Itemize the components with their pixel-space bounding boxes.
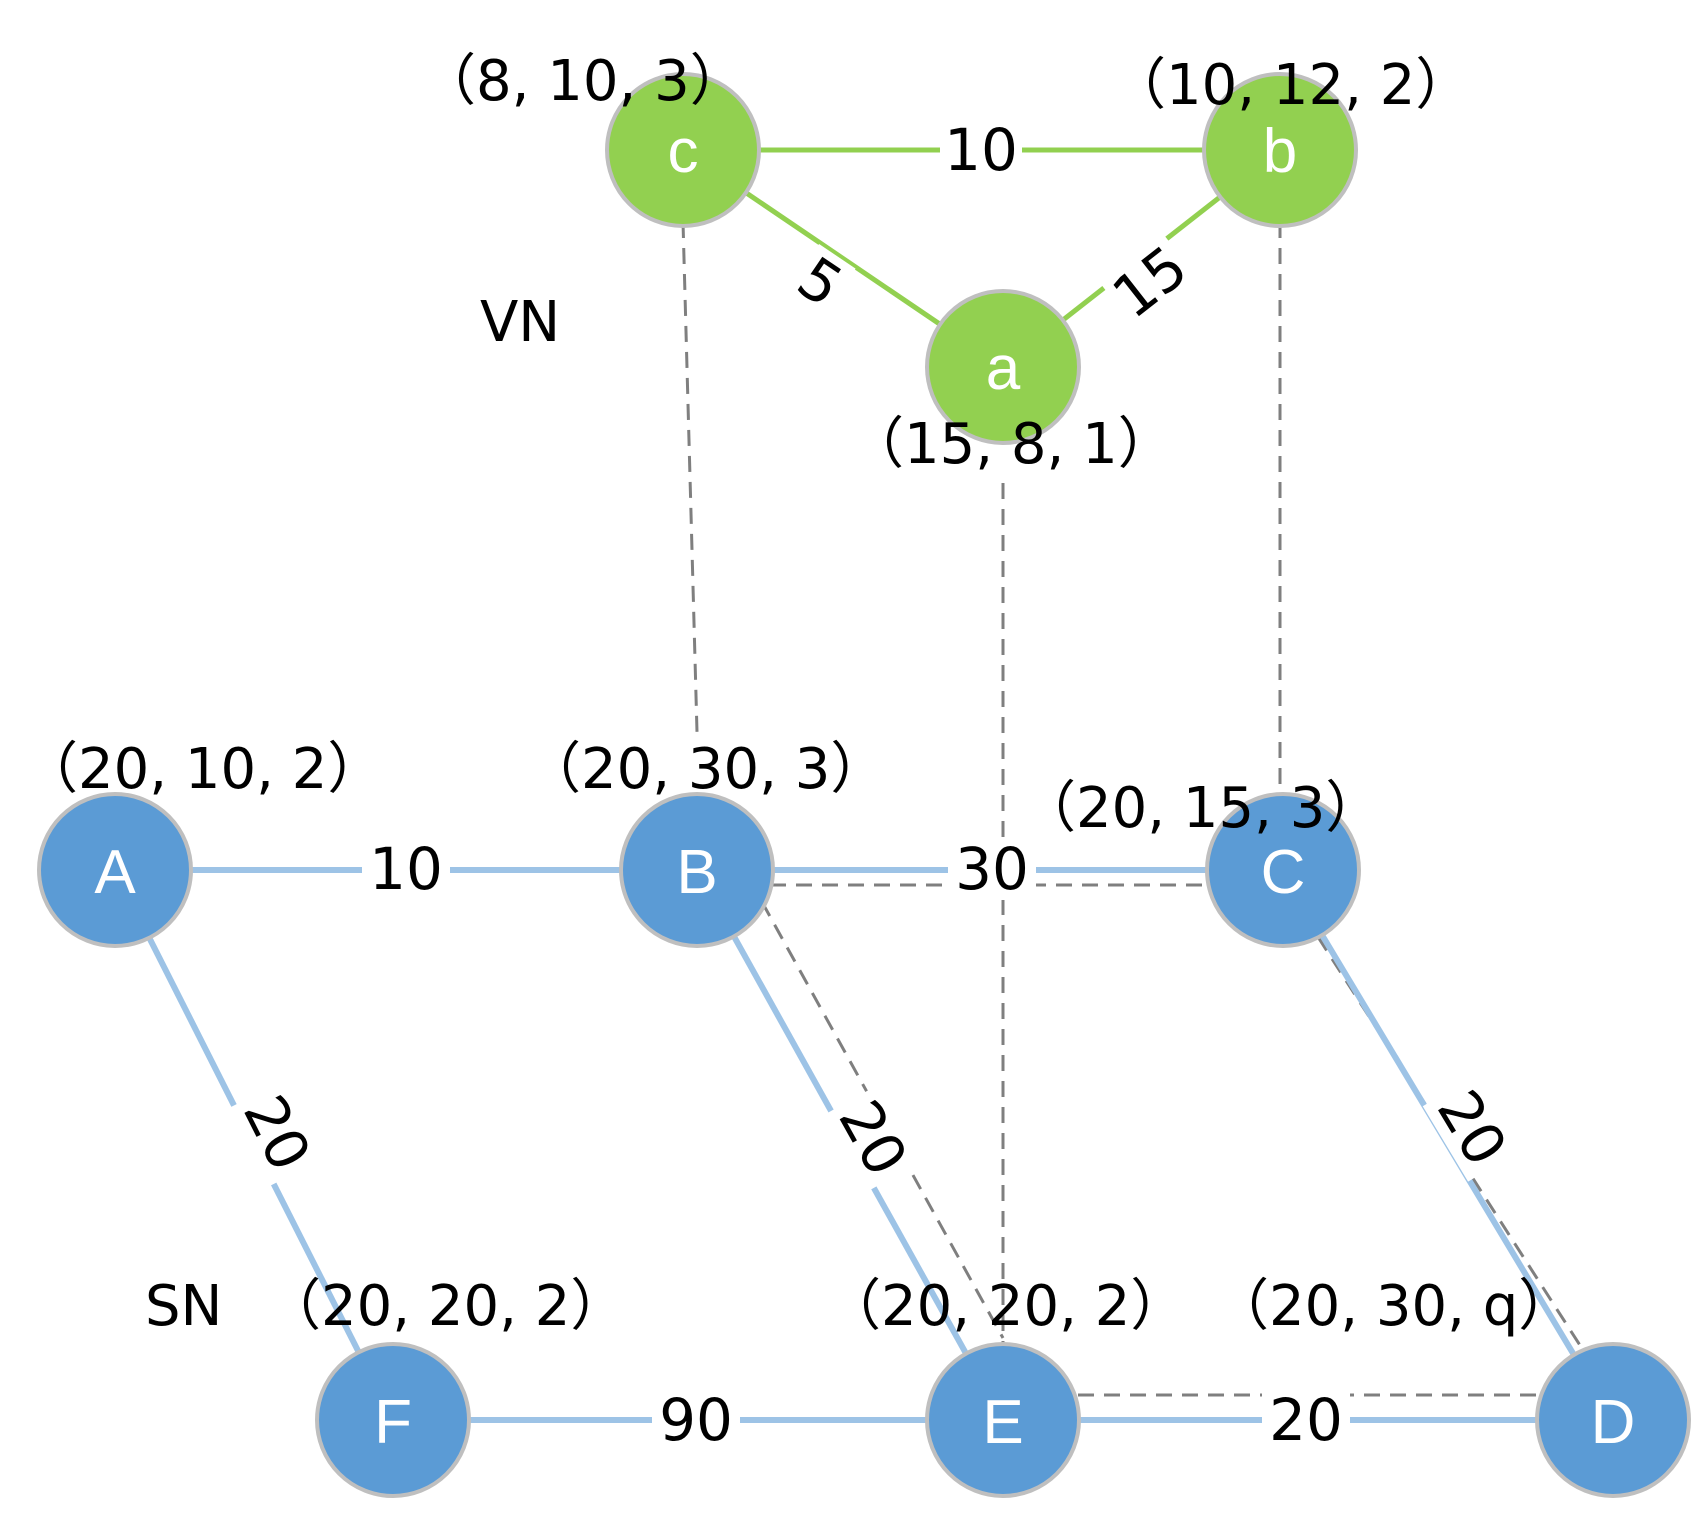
node-circle <box>619 792 775 948</box>
substrate-node-A[interactable]: A <box>37 792 193 948</box>
virtual-node-a[interactable]: a <box>925 289 1081 445</box>
attrs-a: （15, 8, 1） <box>848 412 1174 477</box>
node-label: D <box>1591 1388 1636 1457</box>
substrate-node-C[interactable]: C <box>1205 792 1361 948</box>
node-label: b <box>1263 117 1297 186</box>
node-circle <box>925 289 1081 445</box>
attrs-C: （20, 15, 3） <box>1020 776 1381 841</box>
link-label-a-b: 15 <box>1100 232 1200 331</box>
substrate-link-labels: 10 30 20 20 20 90 20 <box>229 835 1522 1454</box>
link-label-A-F: 20 <box>230 1085 324 1182</box>
substrate-node-B[interactable]: B <box>619 792 775 948</box>
attrs-c: （8, 10, 3） <box>420 49 746 114</box>
link-label-B-C: 30 <box>955 835 1029 903</box>
virtual-node-c[interactable]: c <box>605 72 761 228</box>
node-label: F <box>374 1388 412 1457</box>
node-circle <box>37 792 193 948</box>
node-circle <box>1202 72 1358 228</box>
link-label-F-E: 90 <box>659 1386 733 1454</box>
node-circle <box>605 72 761 228</box>
map-c-to-B <box>681 221 699 733</box>
virtual-node-b[interactable]: b <box>1202 72 1358 228</box>
node-label: B <box>676 838 717 907</box>
attrs-B: （20, 30, 3） <box>525 737 886 802</box>
node-label: E <box>982 1388 1023 1457</box>
sn-label: SN <box>145 1274 222 1339</box>
node-circle <box>925 1342 1081 1498</box>
node-circle <box>315 1342 471 1498</box>
node-label: C <box>1261 838 1306 907</box>
attrs-F: （20, 20, 2） <box>265 1274 626 1339</box>
link-label-A-B: 10 <box>369 835 443 903</box>
attrs-A: （20, 10, 2） <box>22 737 383 802</box>
node-circle <box>1535 1342 1691 1498</box>
attribute-labels: （8, 10, 3） （10, 12, 2） （15, 8, 1） （20, 1… <box>22 49 1574 1339</box>
link-label-c-b: 10 <box>944 116 1018 184</box>
substrate-nodes: A B C F E D <box>37 792 1691 1498</box>
attrs-E: （20, 20, 2） <box>825 1274 1186 1339</box>
link-label-B-E: 20 <box>825 1089 920 1187</box>
attrs-D: （20, 30, q） <box>1213 1274 1574 1339</box>
attrs-b: （10, 12, 2） <box>1110 53 1471 118</box>
node-label: a <box>986 334 1021 403</box>
node-circle <box>1205 792 1361 948</box>
vn-label: VN <box>480 290 560 355</box>
link-label-E-D: 20 <box>1269 1386 1343 1454</box>
substrate-node-E[interactable]: E <box>925 1342 1081 1498</box>
node-label: c <box>668 117 699 186</box>
substrate-node-D[interactable]: D <box>1535 1342 1691 1498</box>
node-label: A <box>94 838 136 907</box>
virtual-nodes: c b a <box>605 72 1358 445</box>
link-label-C-D: 20 <box>1424 1079 1520 1177</box>
substrate-node-F[interactable]: F <box>315 1342 471 1498</box>
